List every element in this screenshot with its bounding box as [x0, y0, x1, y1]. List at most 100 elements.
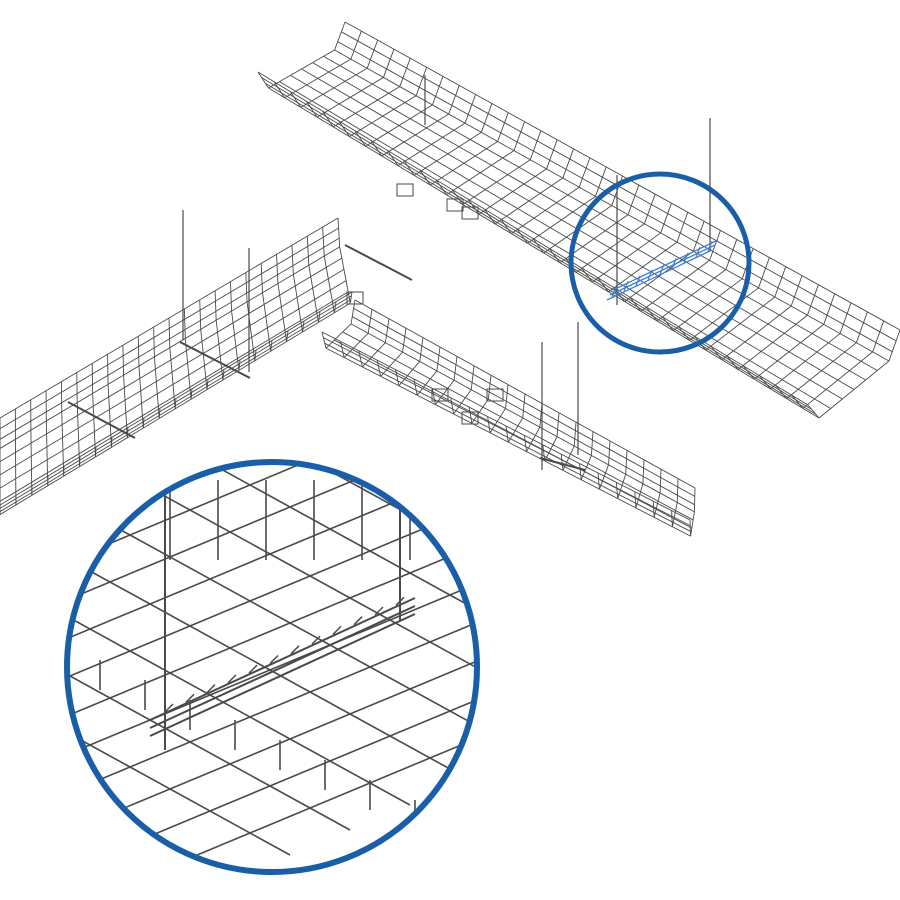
mesh-wire — [419, 337, 424, 362]
mesh-wire — [807, 284, 819, 316]
mesh-wire — [791, 394, 804, 409]
mesh-wire — [758, 257, 770, 288]
mesh-wire — [656, 269, 727, 322]
splice-bar-slot — [611, 286, 617, 298]
mesh-wire — [662, 316, 674, 331]
mesh-wire — [343, 332, 369, 358]
mesh-wire — [556, 412, 560, 437]
mesh-wire — [0, 299, 352, 513]
mesh-wire — [69, 464, 475, 749]
mesh-wire — [689, 519, 692, 537]
mesh-wire — [289, 91, 302, 108]
splice-bar-slot — [647, 269, 653, 281]
mesh-wire — [511, 186, 580, 234]
mesh-wire — [387, 150, 399, 166]
mesh-wire — [350, 30, 362, 60]
mesh-wire — [329, 464, 475, 606]
mesh-wire — [500, 218, 512, 234]
lower-tray-branch — [321, 299, 696, 537]
mesh-wire — [365, 104, 433, 147]
mesh-wire — [291, 245, 294, 275]
mesh-wire — [774, 266, 787, 298]
mesh-wire — [451, 189, 464, 205]
mesh-wire — [322, 110, 334, 128]
mesh-wire — [367, 309, 373, 334]
mesh-wire — [737, 314, 808, 370]
mesh-wire — [324, 342, 691, 532]
mesh-wire — [158, 408, 161, 419]
mesh-wire — [153, 356, 160, 419]
mesh-wire — [497, 112, 509, 142]
mesh-wire — [581, 267, 593, 283]
mesh-wire — [595, 166, 607, 197]
mesh-wire — [676, 478, 679, 503]
mesh-wire — [431, 76, 444, 106]
mesh-wire — [76, 402, 81, 467]
mesh-wire — [402, 328, 407, 353]
mesh-wire — [352, 316, 695, 506]
mesh-wire — [470, 365, 475, 390]
mesh-wire — [168, 317, 171, 348]
mesh-wire — [339, 246, 351, 304]
mesh-wire — [608, 440, 611, 465]
mesh-wire — [276, 254, 279, 284]
mesh-wire — [671, 510, 673, 527]
splice-bar-slot — [248, 664, 258, 674]
mesh-wire — [398, 361, 421, 387]
mesh-wire — [246, 301, 256, 361]
mesh-wire — [257, 71, 269, 89]
mesh-wire — [448, 85, 460, 115]
mesh-wire — [673, 278, 743, 332]
hanger-rods — [67, 75, 711, 471]
mesh-wire — [69, 464, 475, 771]
mesh-wire — [575, 223, 645, 273]
mesh-wire — [149, 464, 475, 681]
mesh-wire — [45, 420, 49, 486]
mesh-wire — [268, 49, 335, 89]
mesh-wire — [487, 416, 491, 433]
mesh-wire — [69, 464, 475, 683]
mesh-wire — [624, 250, 694, 302]
mesh-wire — [453, 356, 458, 381]
mesh-wire — [527, 195, 596, 244]
mesh-wire — [522, 393, 526, 418]
splice-bar-slot — [395, 596, 405, 606]
mesh-wire — [634, 491, 637, 508]
mesh-wire — [676, 212, 689, 243]
splice-bar-slot — [164, 703, 174, 713]
mesh-wire — [629, 296, 642, 312]
mesh-wire — [334, 21, 346, 51]
highlighted-splice-bar — [606, 239, 719, 301]
support-bracket — [67, 401, 136, 439]
mesh-wire — [383, 49, 395, 78]
mesh-wire — [265, 82, 816, 415]
mesh-wire — [693, 487, 696, 512]
splice-bar-slot — [227, 674, 237, 684]
mesh-wire — [399, 58, 411, 87]
mesh-wire — [453, 389, 472, 415]
mesh-wire — [183, 308, 186, 339]
mesh-wire — [643, 193, 656, 224]
coupler-plate — [396, 183, 414, 197]
mesh-wire — [370, 140, 383, 157]
mesh-wire — [353, 307, 696, 497]
mesh-wire — [775, 385, 787, 399]
mesh-wire — [652, 501, 655, 518]
mesh-wire — [215, 320, 224, 381]
mesh-wire — [562, 148, 574, 179]
mesh-wire — [338, 120, 350, 137]
mesh-wire — [277, 283, 288, 342]
splice-bar-slot — [269, 654, 279, 665]
splice-bar-slot — [635, 275, 641, 286]
mesh-wire — [802, 351, 873, 409]
mesh-wire — [888, 329, 900, 362]
mesh-wire — [435, 179, 447, 196]
mesh-wire — [471, 398, 489, 424]
mesh-wire — [69, 464, 475, 727]
mesh-wire — [142, 417, 145, 429]
mesh-wire — [321, 331, 327, 349]
mesh-wire — [389, 464, 475, 581]
mesh-wire — [190, 388, 193, 400]
coupler-plate — [486, 388, 504, 402]
mesh-wire — [169, 347, 176, 409]
